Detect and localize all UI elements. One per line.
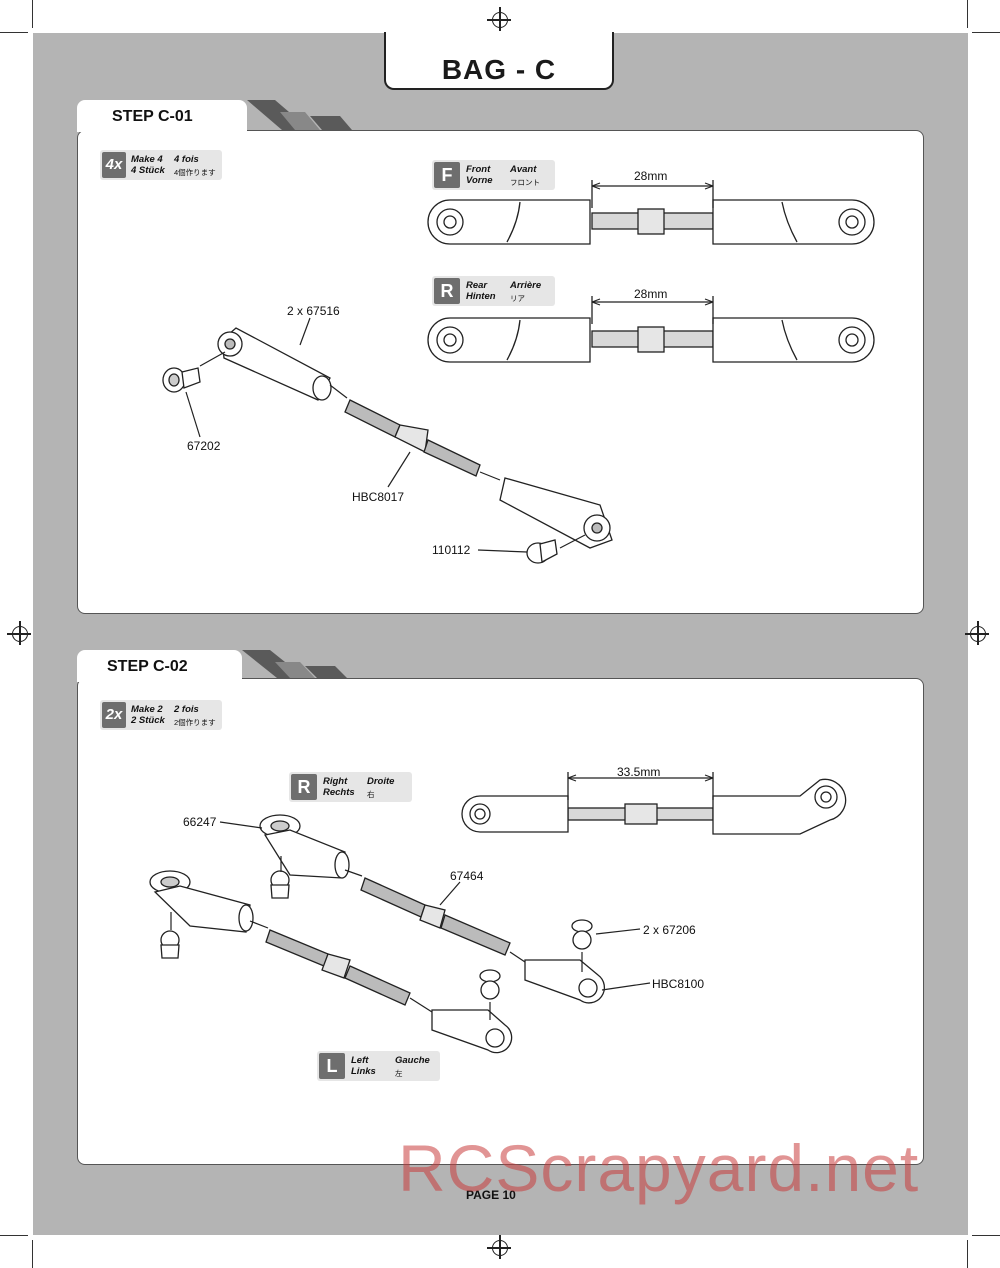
rear-tag: R Rear Arrière Hinten リア <box>432 276 555 306</box>
step-c01-label: STEP C-01 <box>112 108 193 125</box>
right-link-drawing <box>461 772 847 835</box>
crop-mark <box>967 0 968 28</box>
right-jp: 右 <box>367 790 375 799</box>
page-title: BAG - C <box>384 32 614 90</box>
rear-de: Hinten <box>466 291 496 302</box>
left-fr: Gauche <box>395 1055 430 1066</box>
registration-mark-icon <box>7 621 31 645</box>
step-c02-tab <box>77 650 242 682</box>
make-count-box: 2x Make 2 2 fois 2 Stück 2個作ります <box>100 700 222 730</box>
part-label-ball: 67202 <box>187 439 221 453</box>
part-label-rod-end: 66247 <box>183 815 217 829</box>
registration-mark-icon <box>487 7 511 31</box>
crop-mark <box>32 0 33 28</box>
front-tag: F Front Avant Vorne フロント <box>432 160 555 190</box>
front-en: Front <box>466 164 491 175</box>
step-c01-tab <box>77 100 247 132</box>
rear-jp: リア <box>510 294 525 303</box>
left-de: Links <box>351 1066 376 1077</box>
part-label-ball2: 110112 <box>432 543 471 557</box>
crop-mark <box>972 32 1000 33</box>
leader-lines <box>170 182 714 1020</box>
front-dimension: 28mm <box>634 169 668 183</box>
watermark: RCScrapyard.net <box>398 1131 920 1205</box>
rear-en: Rear <box>466 280 488 291</box>
front-jp: フロント <box>510 178 540 187</box>
part-label-turnbuckle: 67464 <box>450 869 484 883</box>
front-link-drawing <box>427 180 875 245</box>
right-en: Right <box>323 776 348 787</box>
left-tag: L Left Gauche Links 左 <box>317 1051 440 1081</box>
right-fr: Droite <box>367 776 395 787</box>
make-de: 2 Stück <box>131 715 165 726</box>
crop-mark <box>32 1240 33 1268</box>
part-label-ball: 2 x 67206 <box>643 923 696 937</box>
rear-badge: R <box>434 278 460 304</box>
registration-mark-icon <box>965 621 989 645</box>
front-badge: F <box>434 162 460 188</box>
make-de: 4 Stück <box>131 165 165 176</box>
step-tab-stripes <box>242 100 352 678</box>
part-label-turnbuckle: HBC8017 <box>352 490 405 504</box>
make-fr: 2 fois <box>174 704 199 715</box>
make-count-badge: 2x <box>102 702 126 728</box>
rear-link-drawing <box>427 296 875 363</box>
rear-fr: Arrière <box>510 280 542 291</box>
registration-mark-icon <box>487 1235 511 1259</box>
crop-mark <box>0 32 28 33</box>
crop-mark <box>0 1235 28 1236</box>
front-de: Vorne <box>466 175 493 186</box>
part-label-rod-end: 2 x 67516 <box>287 304 340 318</box>
make-jp: 4個作ります <box>174 168 216 177</box>
make-count-badge: 4x <box>102 152 126 178</box>
right-badge: R <box>291 774 317 800</box>
make-en: Make 2 <box>131 704 163 715</box>
step2-exploded-drawing <box>149 814 605 1054</box>
right-tag: R Right Droite Rechts 右 <box>289 772 412 802</box>
make-jp: 2個作ります <box>174 718 216 727</box>
crop-mark <box>967 1240 968 1268</box>
rear-dimension: 28mm <box>634 287 668 301</box>
right-de: Rechts <box>323 787 355 798</box>
left-en: Left <box>351 1055 369 1066</box>
crop-mark <box>972 1235 1000 1236</box>
make-fr: 4 fois <box>174 154 199 165</box>
part-label-rod-end2: HBC8100 <box>652 977 705 991</box>
step1-exploded-drawing <box>162 327 613 564</box>
left-badge: L <box>319 1053 345 1079</box>
step-c02-label: STEP C-02 <box>107 658 188 675</box>
make-count-box: 4x Make 4 4 fois 4 Stück 4個作ります <box>100 150 222 180</box>
page-number: PAGE 10 <box>466 1188 516 1202</box>
right-dimension: 33.5mm <box>617 765 661 779</box>
make-en: Make 4 <box>131 154 163 165</box>
front-fr: Avant <box>510 164 537 175</box>
left-jp: 左 <box>395 1069 403 1078</box>
